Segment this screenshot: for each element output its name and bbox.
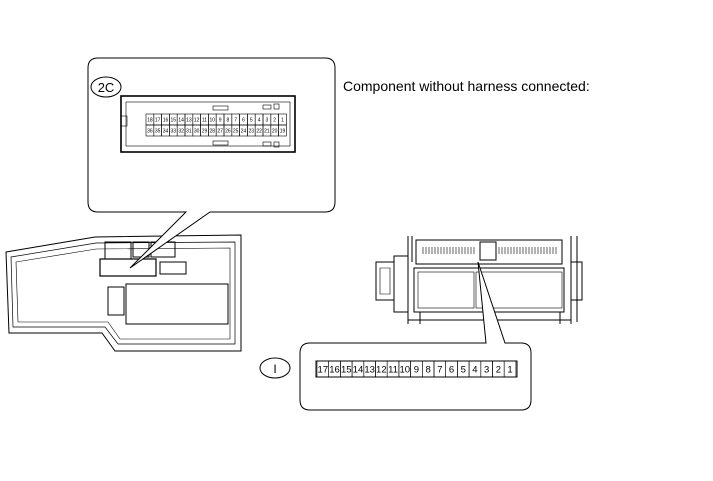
- connector-2c-pin-number: 9: [219, 117, 222, 123]
- junction-block: [5, 234, 242, 352]
- connector-2c-pin-number: 14: [178, 117, 184, 123]
- connector-2c-pin-number: 24: [241, 128, 247, 134]
- unit-pin-row-right: [498, 247, 557, 254]
- connector-i-label: I: [259, 357, 291, 379]
- connector-i-pin-number: 10: [399, 364, 410, 375]
- connector-i-pin-number: 12: [376, 364, 387, 375]
- connector-2c-pin-number: 21: [264, 128, 270, 134]
- connector-2c-pin-number: 29: [202, 128, 208, 134]
- connector-2c-pin-number: 28: [210, 128, 216, 134]
- connector-2c-pin-number: 7: [234, 117, 237, 123]
- connector-i-pin-number: 1: [507, 364, 512, 375]
- unit-pin-row-left: [422, 247, 475, 254]
- connector-i-pin-cell: [503, 360, 517, 378]
- connector-2c-label: 2C: [90, 76, 122, 98]
- connector-i-pin-number: 11: [388, 364, 398, 375]
- connector-2c-pin-number: 8: [227, 117, 230, 123]
- connector-i-pin-number: 13: [364, 364, 375, 375]
- connector-2c-pin-number: 15: [171, 117, 177, 123]
- connector-2c-pin-number: 34: [163, 128, 169, 134]
- callout-2c: [87, 57, 336, 269]
- connector-2c-pin-number: 13: [186, 117, 192, 123]
- connector-2c-pin-19: 19: [278, 124, 287, 137]
- connector-2c-pin-number: 3: [266, 117, 269, 123]
- component-unit: [375, 236, 583, 324]
- diagram-caption: Component without harness connected:: [343, 78, 590, 94]
- connector-2c-pin-number: 5: [250, 117, 253, 123]
- connector-2c-pin-number: 16: [163, 117, 169, 123]
- connector-i-pin-number: 8: [426, 364, 431, 375]
- connector-2c-pin-number: 30: [194, 128, 200, 134]
- connector-i-pin-number: 14: [353, 364, 364, 375]
- connector-2c-pin-number: 2: [273, 117, 276, 123]
- connector-2c-pin-number: 10: [210, 117, 216, 123]
- connector-2c-pin-number: 1: [281, 117, 284, 123]
- connector-i-label-text: I: [273, 362, 276, 376]
- connector-i-pin-number: 3: [484, 364, 489, 375]
- connector-2c-pin-number: 19: [280, 128, 286, 134]
- connector-i-pin-number: 6: [449, 364, 454, 375]
- connector-2c-pin-number: 6: [242, 117, 245, 123]
- connector-i-pin-number: 16: [329, 364, 340, 375]
- connector-2c-pin-number: 4: [258, 117, 261, 123]
- connector-i-pin-1: 1: [503, 360, 517, 378]
- connector-2c-pin-cell: [278, 124, 287, 137]
- connector-i-pin-number: 2: [496, 364, 501, 375]
- connector-2c-pin-number: 25: [233, 128, 239, 134]
- connector-2c-pin-number: 31: [186, 128, 192, 134]
- connector-2c-pin-number: 32: [178, 128, 184, 134]
- connector-2c-pin-number: 12: [194, 117, 200, 123]
- connector-2c-label-text: 2C: [98, 80, 115, 95]
- connector-2c-pin-number: 18: [147, 117, 153, 123]
- connector-i-pin-number: 9: [414, 364, 419, 375]
- connector-2c-pin-number: 22: [256, 128, 262, 134]
- connector-2c-pin-number: 35: [155, 128, 161, 134]
- callout-i: [299, 261, 532, 411]
- connector-i-pin-number: 7: [437, 364, 442, 375]
- connector-2c-pin-number: 33: [171, 128, 177, 134]
- connector-i-pin-number: 5: [461, 364, 466, 375]
- connector-2c-pin-number: 26: [225, 128, 231, 134]
- connector-2c: [120, 95, 296, 153]
- connector-2c-pin-number: 36: [147, 128, 153, 134]
- connector-i-pin-number: 15: [341, 364, 352, 375]
- connector-2c-pin-number: 17: [155, 117, 161, 123]
- connector-2c-pin-number: 20: [272, 128, 278, 134]
- connector-i-pin-number: 4: [472, 364, 477, 375]
- connector-2c-pin-number: 27: [217, 128, 223, 134]
- connector-2c-pin-number: 23: [249, 128, 255, 134]
- connector-2c-pin-number: 11: [202, 117, 207, 123]
- connector-i-pin-number: 17: [318, 364, 329, 375]
